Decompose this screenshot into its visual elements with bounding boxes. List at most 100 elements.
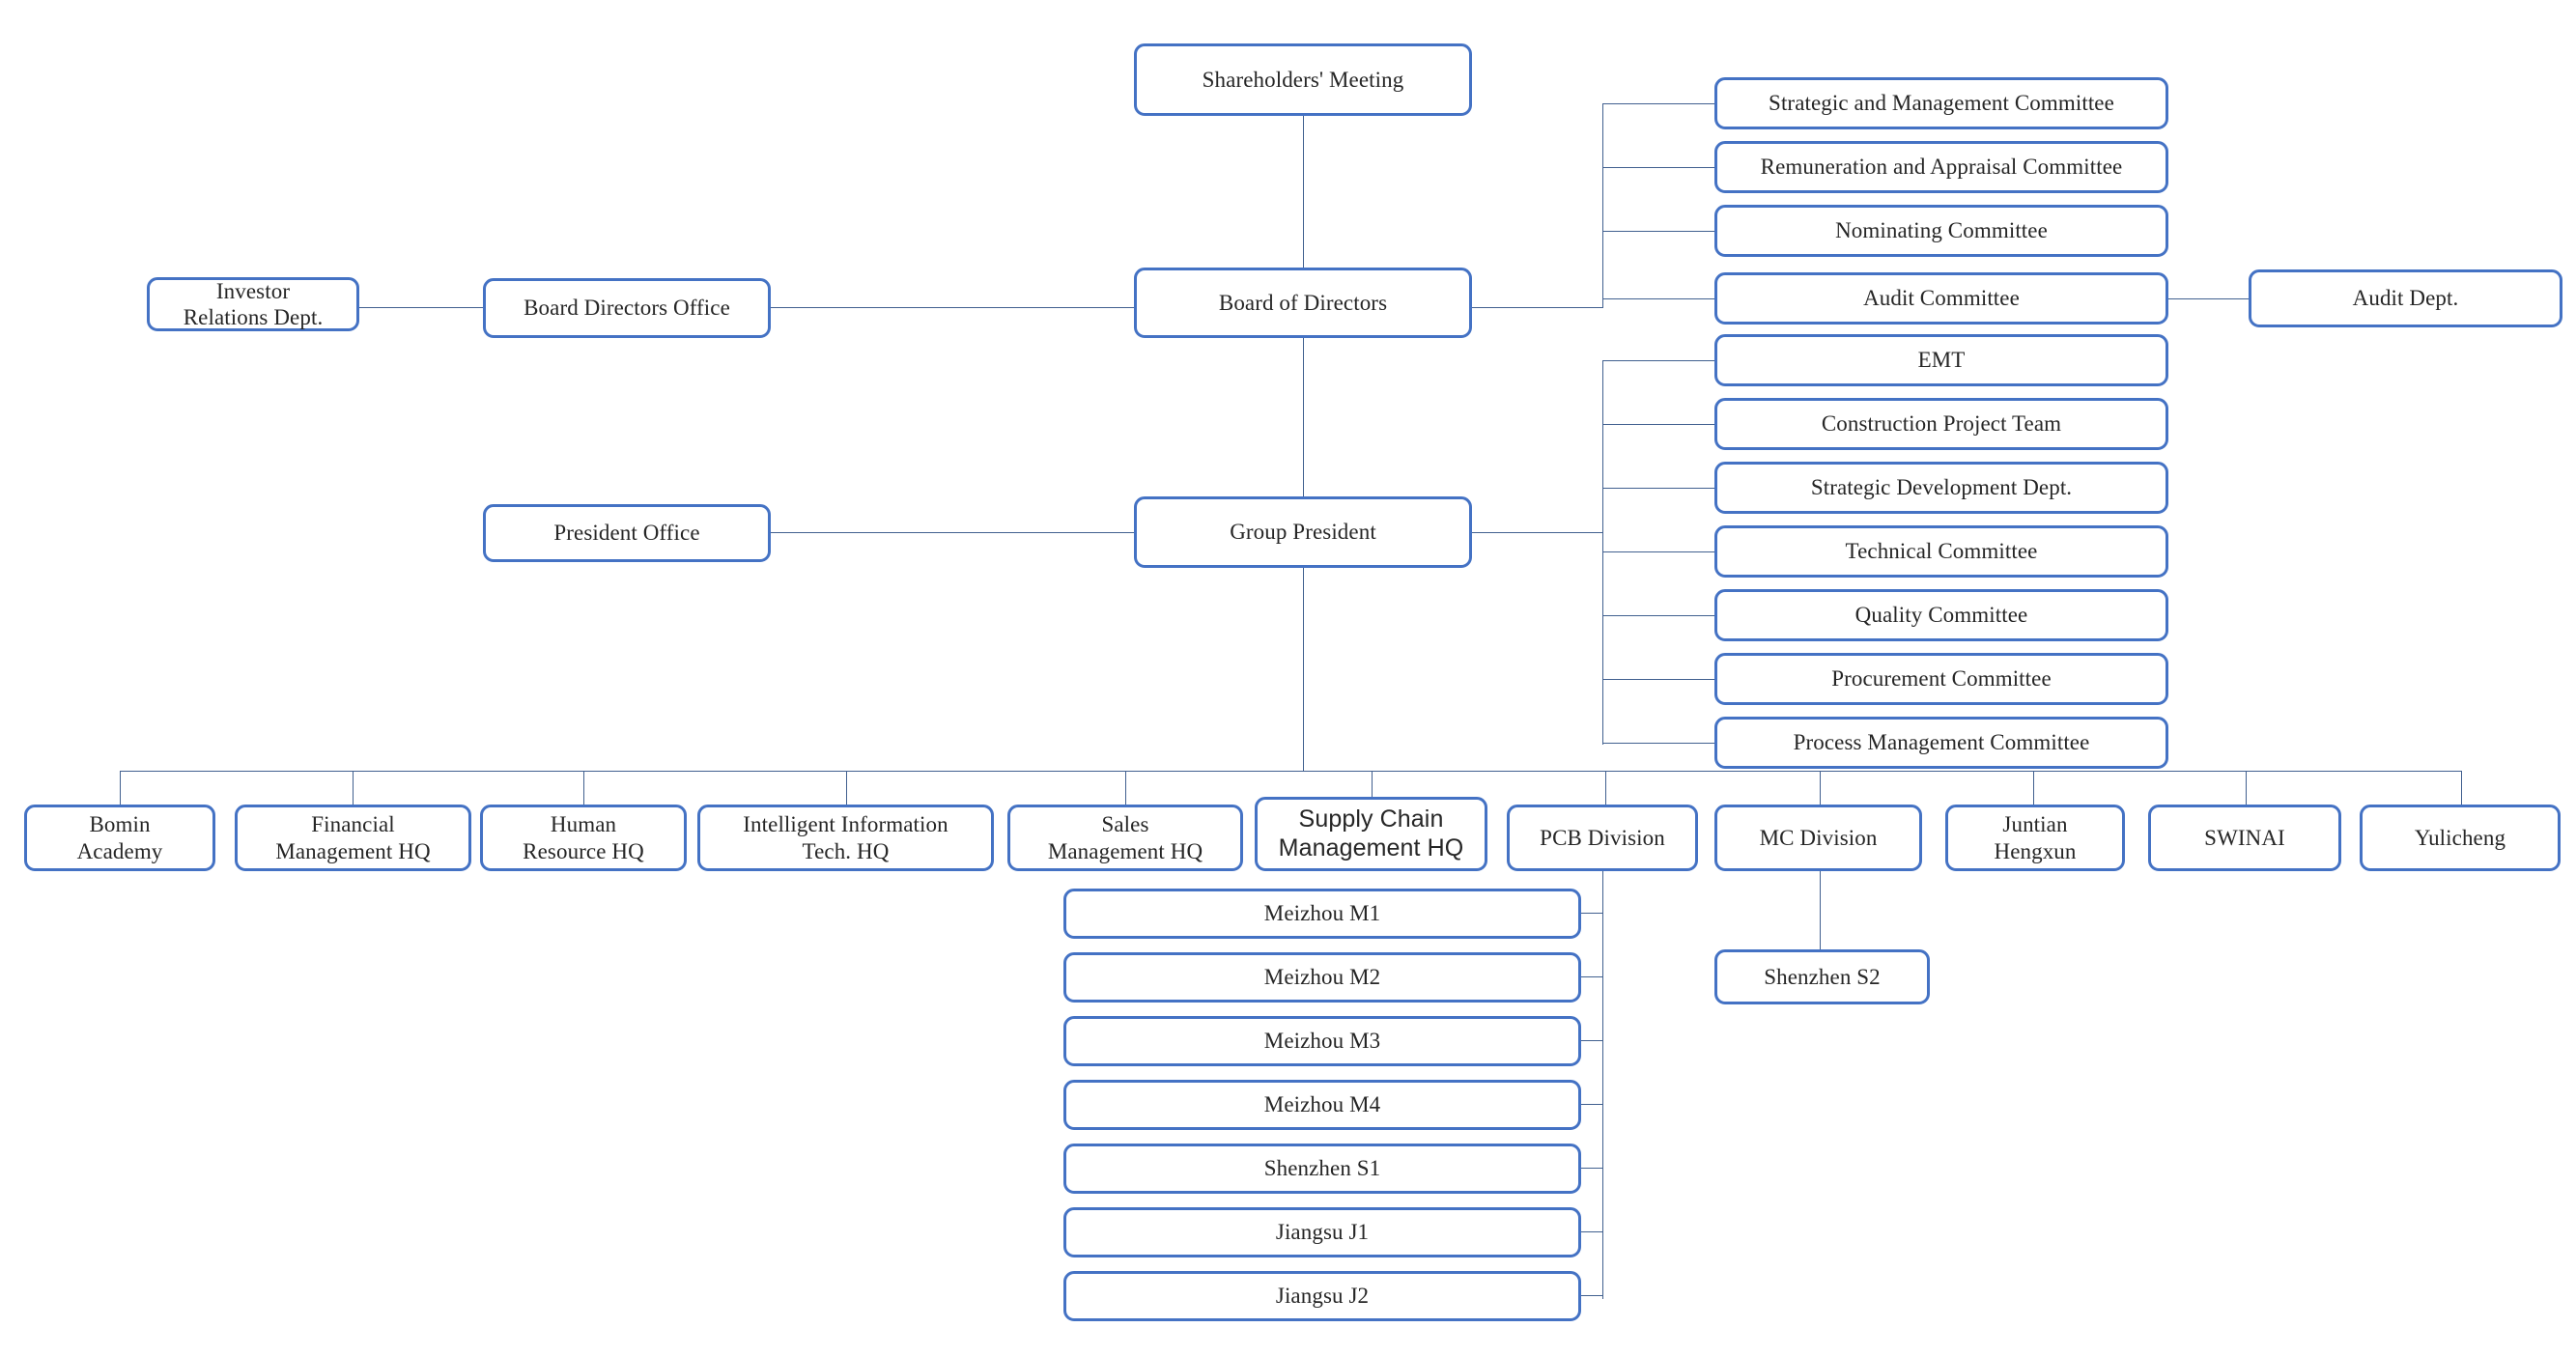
drop-bomin-academy [120,771,121,806]
node-label: Meizhou M3 [1263,1029,1381,1054]
node-label: Jiangsu J1 [1275,1220,1370,1245]
node-label: Strategic Development Dept. [1810,475,2073,500]
connector-board-to-committee-bus [1472,307,1603,308]
node-yulicheng[interactable]: Yulicheng [2360,805,2561,871]
drop-intelligent-information-tech-hq [846,771,847,806]
node-financial-management-hq[interactable]: Financial Management HQ [235,805,471,871]
node-swinai[interactable]: SWINAI [2148,805,2341,871]
node-label: Investor Relations Dept. [183,278,324,329]
node-label: Bomin Academy [76,812,163,863]
stub-meizhou-m4 [1581,1104,1603,1105]
node-meizhou-m4[interactable]: Meizhou M4 [1063,1080,1581,1130]
node-label: Strategic and Management Committee [1769,91,2114,116]
stub-strategic-management-committee [1602,103,1714,104]
node-label: Group President [1230,520,1376,545]
node-process-management-committee[interactable]: Process Management Committee [1714,717,2168,769]
pcb-plant-bus [1602,860,1603,1299]
node-nominating-committee[interactable]: Nominating Committee [1714,205,2168,257]
node-quality-committee[interactable]: Quality Committee [1714,589,2168,641]
node-label: Board Directors Office [524,296,730,321]
stub-strategic-development-dept [1602,488,1714,489]
node-label: Shenzhen S1 [1263,1156,1381,1181]
drop-supply-chain-management-hq [1372,771,1373,806]
stub-jiangsu-j2 [1581,1295,1603,1296]
committee-bus-president [1602,360,1603,745]
drop-swinai [2246,771,2247,806]
stub-meizhou-m3 [1581,1040,1603,1041]
node-label: Quality Committee [1854,603,2028,628]
node-label: Intelligent Information Tech. HQ [743,812,948,863]
node-meizhou-m2[interactable]: Meizhou M2 [1063,952,1581,1003]
stub-shenzhen-s1 [1581,1168,1603,1169]
node-bomin-academy[interactable]: Bomin Academy [24,805,215,871]
node-label: Audit Dept. [2352,286,2459,311]
stub-emt [1602,360,1714,361]
node-mc-division[interactable]: MC Division [1714,805,1922,871]
node-shenzhen-s1[interactable]: Shenzhen S1 [1063,1144,1581,1194]
stub-audit-committee [1602,298,1714,299]
node-construction-project-team[interactable]: Construction Project Team [1714,398,2168,450]
connector-board-to-president [1303,338,1304,496]
node-label: Process Management Committee [1793,730,2090,755]
stub-quality-committee [1602,615,1714,616]
node-label: Shenzhen S2 [1764,964,1881,989]
node-label: President Office [553,521,700,546]
node-shenzhen-s2[interactable]: Shenzhen S2 [1714,949,1930,1004]
node-jiangsu-j2[interactable]: Jiangsu J2 [1063,1271,1581,1321]
node-label: Technical Committee [1845,539,2038,564]
node-meizhou-m1[interactable]: Meizhou M1 [1063,889,1581,939]
node-intelligent-information-tech-hq[interactable]: Intelligent Information Tech. HQ [697,805,994,871]
node-supply-chain-management-hq[interactable]: Supply Chain Management HQ [1255,797,1487,871]
node-group-president[interactable]: Group President [1134,496,1472,568]
node-label: Procurement Committee [1831,666,2052,692]
node-meizhou-m3[interactable]: Meizhou M3 [1063,1016,1581,1066]
node-remuneration-and-appraisal-committee[interactable]: Remuneration and Appraisal Committee [1714,141,2168,193]
connector-mc-to-shenzhen-s2 [1820,860,1821,966]
stub-nominating-committee [1602,231,1714,232]
drop-mc-division [1820,771,1821,806]
node-pcb-division[interactable]: PCB Division [1507,805,1698,871]
node-board-of-directors[interactable]: Board of Directors [1134,268,1472,338]
stub-jiangsu-j1 [1581,1231,1603,1232]
stub-meizhou-m2 [1581,976,1603,977]
node-label: Supply Chain Management HQ [1278,805,1464,862]
drop-sales-management-hq [1125,771,1126,806]
node-label: Human Resource HQ [523,812,644,863]
node-label: SWINAI [2204,825,2285,850]
node-jiangsu-j1[interactable]: Jiangsu J1 [1063,1207,1581,1257]
stub-process-management-committee [1602,743,1714,744]
node-label: Audit Committee [1863,286,2020,311]
node-label: Meizhou M1 [1263,901,1381,926]
node-label: Meizhou M4 [1263,1092,1381,1117]
node-investor-relations-dept[interactable]: Investor Relations Dept. [147,277,359,331]
node-label: Nominating Committee [1835,218,2048,243]
connector-bdo-to-board [771,307,1134,308]
connector-shareholders-to-board [1303,116,1304,268]
connector-auditcommittee-to-auditdept [2168,298,2249,299]
node-label: Construction Project Team [1821,411,2062,437]
node-procurement-committee[interactable]: Procurement Committee [1714,653,2168,705]
committee-bus-board [1602,103,1603,308]
node-sales-management-hq[interactable]: Sales Management HQ [1007,805,1243,871]
node-juntian-hengxun[interactable]: Juntian Hengxun [1945,805,2125,871]
node-president-office[interactable]: President Office [483,504,771,562]
node-human-resource-hq[interactable]: Human Resource HQ [480,805,687,871]
node-strategic-and-management-committee[interactable]: Strategic and Management Committee [1714,77,2168,129]
node-label: Meizhou M2 [1263,965,1381,990]
node-shareholders-meeting[interactable]: Shareholders' Meeting [1134,43,1472,116]
node-label: MC Division [1759,825,1878,850]
stub-remuneration-appraisal-committee [1602,167,1714,168]
drop-human-resource-hq [583,771,584,806]
node-strategic-development-dept[interactable]: Strategic Development Dept. [1714,462,2168,514]
connector-president-to-committee-bus [1472,532,1603,533]
node-technical-committee[interactable]: Technical Committee [1714,525,2168,578]
node-emt[interactable]: EMT [1714,334,2168,386]
node-label: Remuneration and Appraisal Committee [1760,155,2123,180]
node-audit-committee[interactable]: Audit Committee [1714,272,2168,325]
node-audit-dept[interactable]: Audit Dept. [2249,269,2562,327]
node-board-directors-office[interactable]: Board Directors Office [483,278,771,338]
connector-president-to-divisions [1303,568,1304,771]
stub-procurement-committee [1602,679,1714,680]
drop-juntian-hengxun [2033,771,2034,806]
